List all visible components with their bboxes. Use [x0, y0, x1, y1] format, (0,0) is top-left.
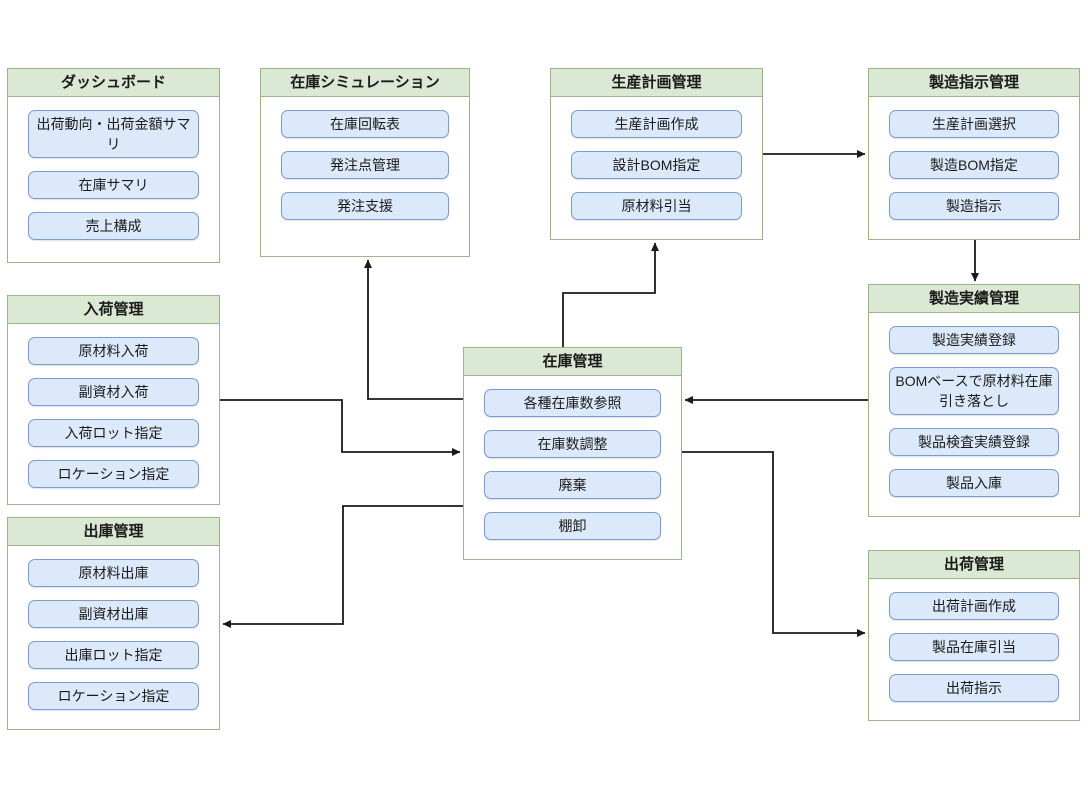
- feature-item-shipping-plan-create: 出荷計画作成: [889, 592, 1059, 620]
- module-manufacturing-results-title: 製造実績管理: [869, 285, 1079, 313]
- feature-item-reorder-point-management: 発注点管理: [281, 151, 449, 179]
- module-manufacturing-instruction-title: 製造指示管理: [869, 69, 1079, 97]
- connector-inventory-to-production-plan: [562, 242, 659, 347]
- module-inventory-simulation-body: 在庫回転表 発注点管理 発注支援: [261, 97, 469, 220]
- feature-item-location-assign-receiving: ロケーション指定: [28, 460, 199, 488]
- feature-item-manufacturing-results-register: 製造実績登録: [889, 326, 1059, 354]
- module-manufacturing-instruction: 製造指示管理 生産計画選択 製造BOM指定 製造指示: [868, 68, 1080, 240]
- feature-item-product-inventory-allocation: 製品在庫引当: [889, 633, 1059, 661]
- module-production-plan: 生産計画管理 生産計画作成 設計BOM指定 原材料引当: [550, 68, 763, 240]
- feature-item-product-warehousing: 製品入庫: [889, 469, 1059, 497]
- module-production-plan-body: 生産計画作成 設計BOM指定 原材料引当: [551, 97, 762, 220]
- feature-item-inventory-count-reference: 各種在庫数参照: [484, 389, 661, 417]
- feature-item-submaterial-issue: 副資材出庫: [28, 600, 199, 628]
- module-issue: 出庫管理 原材料出庫 副資材出庫 出庫ロット指定 ロケーション指定: [7, 517, 220, 730]
- connector-inventory-to-shipping: [682, 451, 866, 637]
- module-issue-title: 出庫管理: [8, 518, 219, 546]
- feature-item-inventory-turnover-table: 在庫回転表: [281, 110, 449, 138]
- feature-item-disposal: 廃棄: [484, 471, 661, 499]
- module-shipping: 出荷管理 出荷計画作成 製品在庫引当 出荷指示: [868, 550, 1080, 721]
- module-production-plan-title: 生産計画管理: [551, 69, 762, 97]
- connector-inventory-to-inventory-simulation: [364, 259, 463, 400]
- module-issue-body: 原材料出庫 副資材出庫 出庫ロット指定 ロケーション指定: [8, 546, 219, 710]
- module-shipping-title: 出荷管理: [869, 551, 1079, 579]
- feature-item-sales-composition: 売上構成: [28, 212, 199, 240]
- feature-item-raw-material-receiving: 原材料入荷: [28, 337, 199, 365]
- feature-item-production-plan-create: 生産計画作成: [571, 110, 742, 138]
- feature-item-manufacturing-instruction: 製造指示: [889, 192, 1059, 220]
- feature-item-design-bom-assign: 設計BOM指定: [571, 151, 742, 179]
- module-dashboard-body: 出荷動向・出荷金額サマリ 在庫サマリ 売上構成: [8, 97, 219, 240]
- module-inventory-body: 各種在庫数参照 在庫数調整 廃棄 棚卸: [464, 376, 681, 540]
- feature-item-submaterial-receiving: 副資材入荷: [28, 378, 199, 406]
- module-manufacturing-results-body: 製造実績登録 BOMベースで原材料在庫引き落とし 製品検査実績登録 製品入庫: [869, 313, 1079, 497]
- module-receiving: 入荷管理 原材料入荷 副資材入荷 入荷ロット指定 ロケーション指定: [7, 295, 220, 505]
- feature-item-stocktaking: 棚卸: [484, 512, 661, 540]
- feature-item-ordering-support: 発注支援: [281, 192, 449, 220]
- feature-item-shipping-instruction: 出荷指示: [889, 674, 1059, 702]
- feature-item-receiving-lot-assign: 入荷ロット指定: [28, 419, 199, 447]
- module-receiving-title: 入荷管理: [8, 296, 219, 324]
- module-dashboard-title: ダッシュボード: [8, 69, 219, 97]
- feature-item-issue-lot-assign: 出庫ロット指定: [28, 641, 199, 669]
- feature-item-raw-material-issue: 原材料出庫: [28, 559, 199, 587]
- module-shipping-body: 出荷計画作成 製品在庫引当 出荷指示: [869, 579, 1079, 702]
- feature-item-bom-based-inventory-deduction: BOMベースで原材料在庫引き落とし: [889, 367, 1059, 415]
- feature-item-raw-material-allocation: 原材料引当: [571, 192, 742, 220]
- feature-item-product-inspection-results-register: 製品検査実績登録: [889, 428, 1059, 456]
- module-inventory-simulation: 在庫シミュレーション 在庫回転表 発注点管理 発注支援: [260, 68, 470, 257]
- module-dashboard: ダッシュボード 出荷動向・出荷金額サマリ 在庫サマリ 売上構成: [7, 68, 220, 263]
- connector-inventory-to-issue: [222, 505, 463, 628]
- feature-item-location-assign-issue: ロケーション指定: [28, 682, 199, 710]
- feature-item-manufacturing-bom-assign: 製造BOM指定: [889, 151, 1059, 179]
- module-inventory: 在庫管理 各種在庫数参照 在庫数調整 廃棄 棚卸: [463, 347, 682, 560]
- feature-item-inventory-count-adjust: 在庫数調整: [484, 430, 661, 458]
- module-manufacturing-instruction-body: 生産計画選択 製造BOM指定 製造指示: [869, 97, 1079, 220]
- module-receiving-body: 原材料入荷 副資材入荷 入荷ロット指定 ロケーション指定: [8, 324, 219, 488]
- module-inventory-title: 在庫管理: [464, 348, 681, 376]
- feature-item-shipment-trend-summary: 出荷動向・出荷金額サマリ: [28, 110, 199, 158]
- module-inventory-simulation-title: 在庫シミュレーション: [261, 69, 469, 97]
- module-manufacturing-results: 製造実績管理 製造実績登録 BOMベースで原材料在庫引き落とし 製品検査実績登録…: [868, 284, 1080, 517]
- feature-item-production-plan-select: 生産計画選択: [889, 110, 1059, 138]
- connector-receiving-to-inventory: [220, 399, 461, 456]
- feature-item-inventory-summary: 在庫サマリ: [28, 171, 199, 199]
